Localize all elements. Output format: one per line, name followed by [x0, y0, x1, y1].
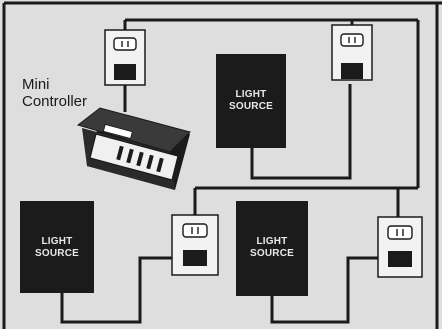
light-source-box — [236, 201, 308, 296]
plug — [183, 250, 207, 266]
light-source-label: LIGHT SOURCE — [216, 89, 286, 113]
controller-label-line2: Controller — [22, 93, 88, 110]
outlet — [171, 214, 219, 276]
controller-screen — [102, 123, 133, 139]
wire-outlet2-ls1 — [250, 84, 352, 180]
light-source-label-line2: SOURCE — [35, 248, 79, 259]
plug — [114, 64, 136, 80]
wire-outlet3-ls2 — [60, 256, 190, 324]
controller-sliders — [116, 145, 164, 173]
light-source-label-line2: SOURCE — [250, 248, 294, 259]
light-source-label-line2: SOURCE — [229, 101, 273, 112]
light-source-label: LIGHT SOURCE — [236, 236, 308, 260]
outlet — [377, 216, 423, 278]
wire-outlet4-ls3 — [270, 256, 398, 324]
light-source-box — [20, 201, 94, 293]
light-source-box — [216, 54, 286, 148]
light-source-label-line1: LIGHT — [235, 89, 267, 100]
controller-label-line1: Mini — [22, 76, 50, 93]
plug — [388, 251, 412, 267]
mini-controller — [76, 107, 191, 190]
outlet — [331, 24, 373, 81]
plug — [341, 63, 363, 79]
controller-label: Mini Controller — [22, 76, 122, 110]
wires — [60, 18, 420, 324]
light-source-label-line1: LIGHT — [41, 236, 73, 247]
light-source-label: LIGHT SOURCE — [20, 236, 94, 260]
light-source-label-line1: LIGHT — [256, 236, 288, 247]
outlet — [104, 29, 146, 86]
